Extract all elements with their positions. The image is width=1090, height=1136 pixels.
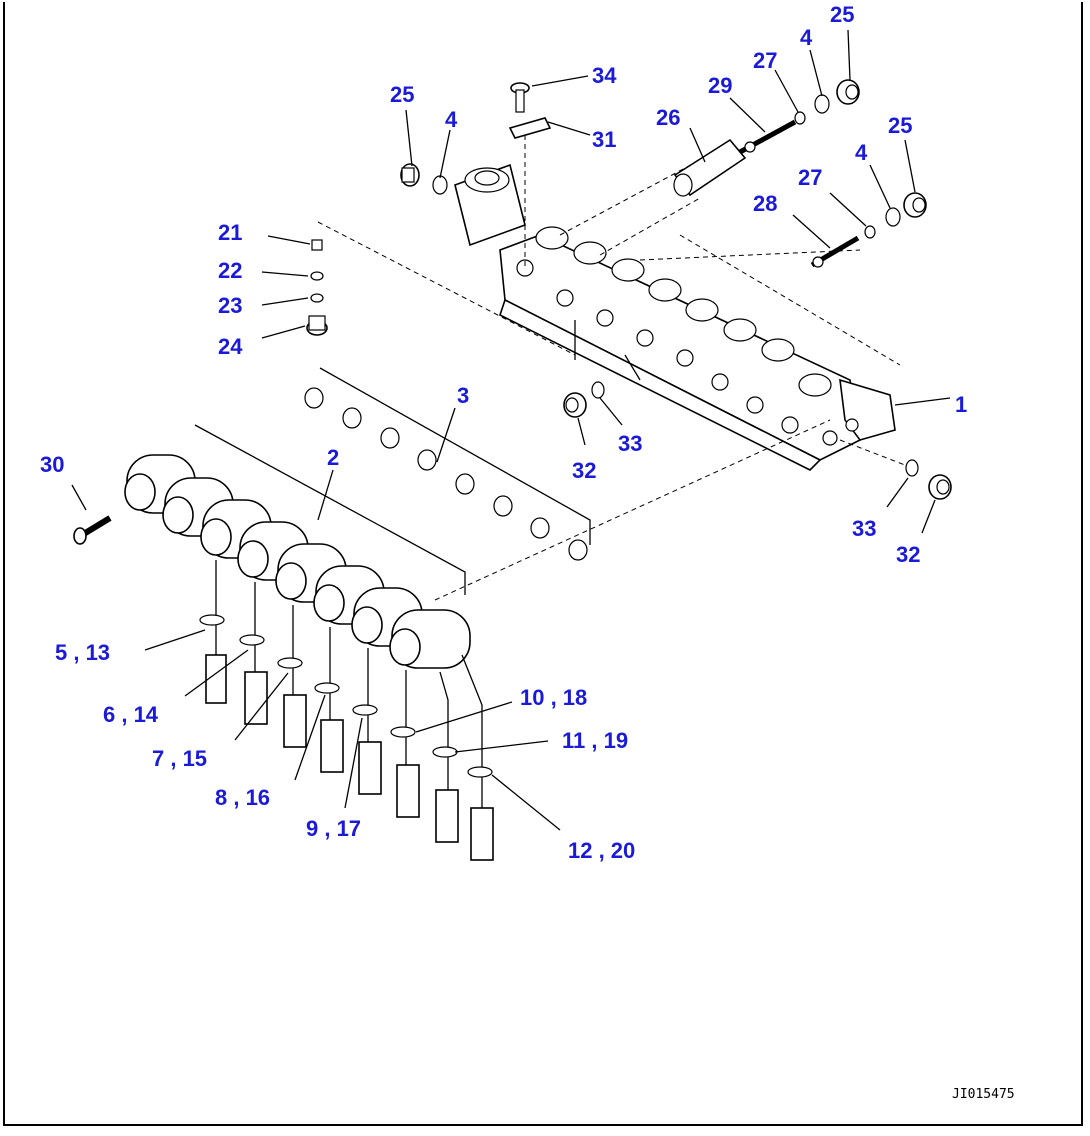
plug-25-left (400, 163, 420, 187)
washer-22 (310, 271, 324, 281)
solenoid-bracket-line (194, 424, 466, 595)
callout-1: 1 (955, 392, 967, 417)
harness-connectors (199, 560, 494, 861)
drawing-frame (3, 2, 1083, 1126)
drawing-code: JI015475 (952, 1087, 1015, 1102)
callout-32-middle: 32 (572, 458, 596, 483)
callout-28: 28 (753, 191, 777, 216)
plug-32-right (928, 474, 952, 500)
callout-33-right: 33 (852, 516, 876, 541)
spring-27-mid (864, 225, 876, 239)
callout-3: 3 (457, 383, 469, 408)
callout-8-16: 8 , 16 (215, 785, 270, 810)
spool-28 (810, 235, 860, 268)
callout-4-left: 4 (445, 107, 458, 132)
callout-27-top: 27 (753, 48, 777, 73)
callout-12-20: 12 , 20 (568, 838, 635, 863)
screw-21 (311, 239, 323, 251)
spool-sleeve-26 (673, 138, 747, 197)
bolt-30 (73, 515, 112, 545)
callout-22: 22 (218, 258, 242, 283)
callout-32-right: 32 (896, 542, 920, 567)
o-ring-33-right (905, 459, 919, 477)
callout-25-top: 25 (830, 2, 854, 27)
plug-25-top (836, 79, 860, 105)
o-ring-4-mid (885, 207, 901, 227)
callout-23: 23 (218, 293, 242, 318)
callout-21: 21 (218, 220, 242, 245)
callout-27-mid: 27 (798, 165, 822, 190)
o-rings-3 (304, 367, 591, 561)
callout-4-mid: 4 (855, 140, 868, 165)
o-ring-33-middle (591, 381, 605, 399)
callout-25-left: 25 (390, 82, 414, 107)
callout-24: 24 (218, 334, 243, 359)
callout-26: 26 (656, 105, 680, 130)
plug-32-middle (563, 392, 587, 418)
valve-body (454, 163, 896, 471)
plug-24 (306, 315, 328, 336)
callout-labels: 1 2 3 4 4 4 25 25 25 34 31 26 29 27 27 2… (40, 2, 967, 863)
callout-25-mid: 25 (888, 113, 912, 138)
callout-10-18: 10 , 18 (520, 685, 587, 710)
leader-lines (71, 29, 951, 831)
callout-9-17: 9 , 17 (306, 816, 361, 841)
plate-31 (508, 117, 552, 139)
callout-7-15: 7 , 15 (152, 746, 207, 771)
callout-33-middle: 33 (618, 431, 642, 456)
callout-4-top: 4 (800, 25, 813, 50)
callout-5-13: 5 , 13 (55, 640, 110, 665)
callout-11-19: 11 , 19 (562, 728, 628, 753)
spool-29 (738, 119, 797, 155)
callout-6-14: 6 , 14 (103, 702, 159, 727)
callout-29: 29 (708, 73, 732, 98)
solenoid-valves-2 (124, 454, 471, 669)
o-ring-23 (310, 293, 324, 303)
bolt-34 (510, 82, 530, 113)
callout-30: 30 (40, 452, 64, 477)
callout-2: 2 (327, 445, 339, 470)
callout-31: 31 (592, 127, 616, 152)
spring-27-top (794, 111, 806, 125)
plug-25-mid (903, 192, 927, 218)
callout-34: 34 (592, 63, 617, 88)
assembly-lines (317, 135, 906, 601)
